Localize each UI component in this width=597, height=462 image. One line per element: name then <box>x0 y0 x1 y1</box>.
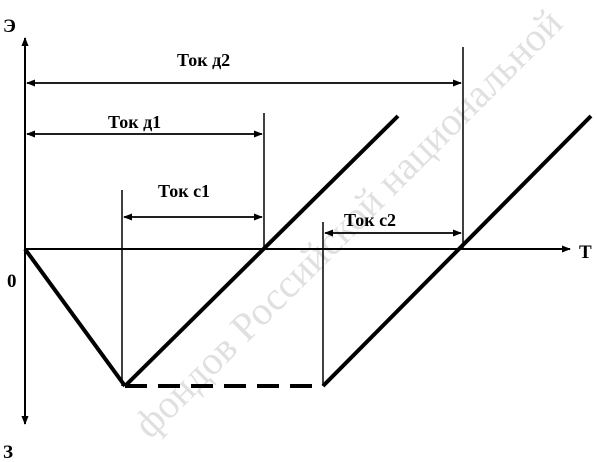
label-tok-c2: Ток с2 <box>344 210 396 230</box>
consumption-line-1 <box>23 247 127 388</box>
replenish-line-1 <box>123 114 400 388</box>
origin-label: 0 <box>7 271 17 292</box>
label-tok-c1: Ток с1 <box>158 181 210 201</box>
label-tok-d1: Ток д1 <box>108 112 161 132</box>
replenish-line-2 <box>321 114 593 388</box>
label-tok-d2: Ток д2 <box>177 50 230 70</box>
x-axis-label: Т <box>579 242 592 263</box>
y-axis-top-label: Э <box>3 16 16 37</box>
y-axis-bottom-label: З <box>3 442 13 462</box>
